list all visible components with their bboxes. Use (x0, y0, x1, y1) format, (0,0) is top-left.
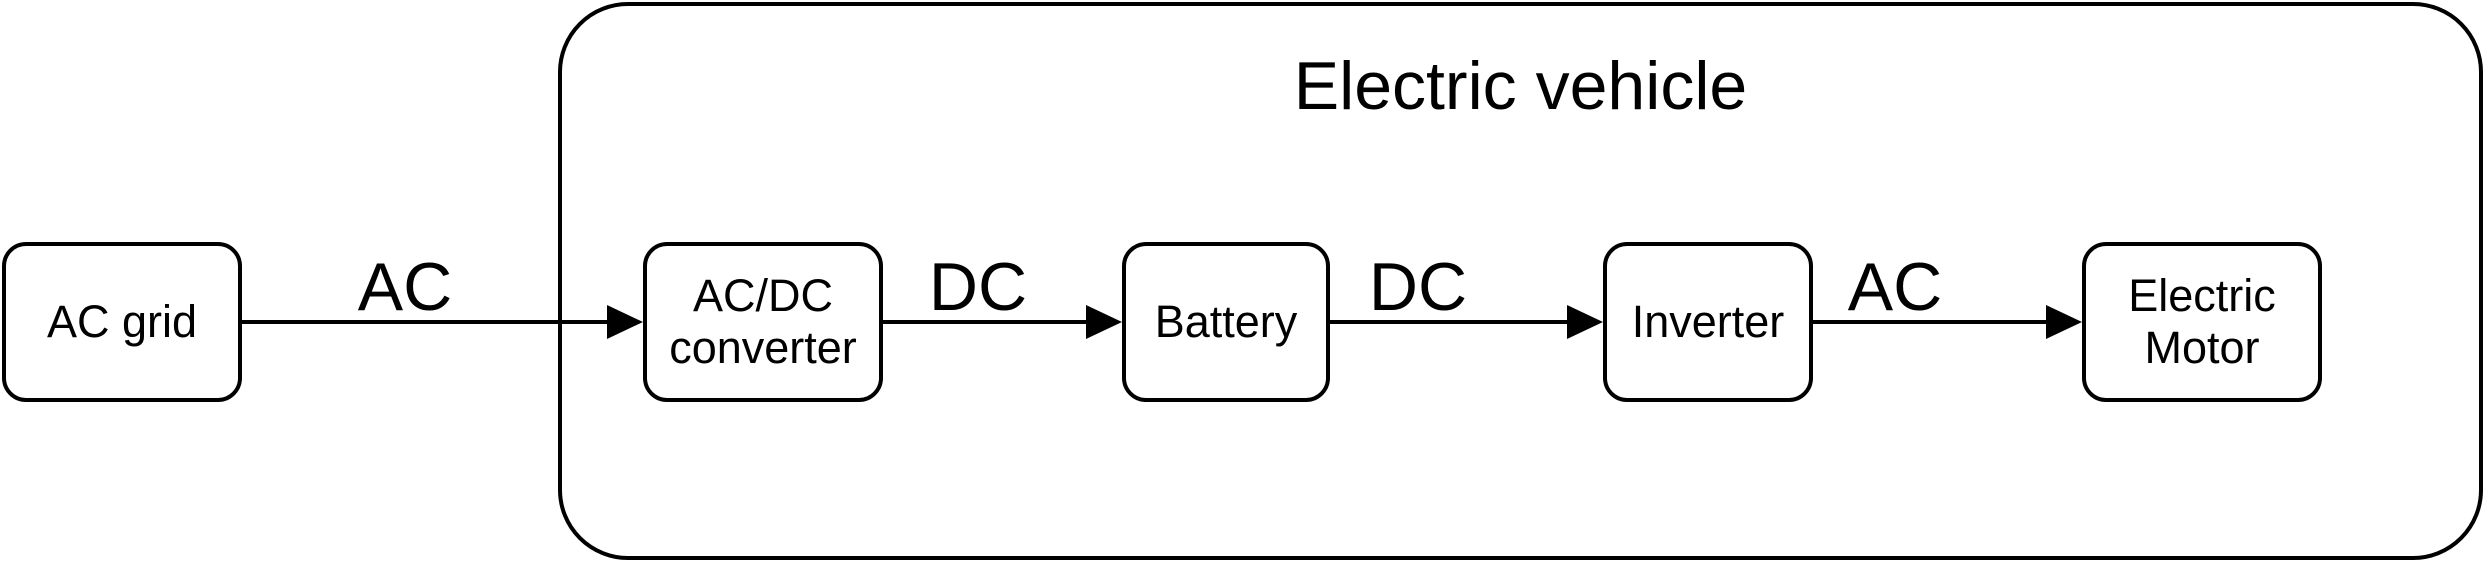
electric-vehicle-title: Electric vehicle (1293, 48, 1748, 124)
node-electric-motor-label: Electric Motor (2128, 270, 2276, 373)
node-inverter-label: Inverter (1631, 296, 1785, 348)
edge-converter-to-battery-arrowhead-icon (1086, 305, 1122, 339)
node-ac-grid: AC grid (2, 242, 242, 402)
edge-ac-grid-to-converter-line (242, 320, 613, 324)
edge-inverter-to-motor-line (1813, 320, 2052, 324)
edge-inverter-to-motor-arrowhead-icon (2046, 305, 2082, 339)
edge-inverter-to-motor-label: AC (1847, 249, 1943, 325)
node-acdc-converter: AC/DC converter (643, 242, 883, 402)
edge-battery-to-inverter-line (1330, 320, 1573, 324)
node-ac-grid-label: AC grid (46, 296, 198, 348)
edge-converter-to-battery-label: DC (928, 249, 1028, 325)
node-inverter: Inverter (1603, 242, 1813, 402)
edge-battery-to-inverter-arrowhead-icon (1567, 305, 1603, 339)
node-electric-motor: Electric Motor (2082, 242, 2322, 402)
edge-battery-to-inverter-label: DC (1368, 249, 1468, 325)
node-battery-label: Battery (1154, 296, 1298, 348)
node-acdc-converter-label: AC/DC converter (669, 270, 857, 373)
edge-ac-grid-to-converter-arrowhead-icon (607, 305, 643, 339)
edge-converter-to-battery-line (883, 320, 1092, 324)
electric-vehicle-boundary (558, 2, 2483, 560)
edge-ac-grid-to-converter-label: AC (357, 249, 453, 325)
node-battery: Battery (1122, 242, 1330, 402)
